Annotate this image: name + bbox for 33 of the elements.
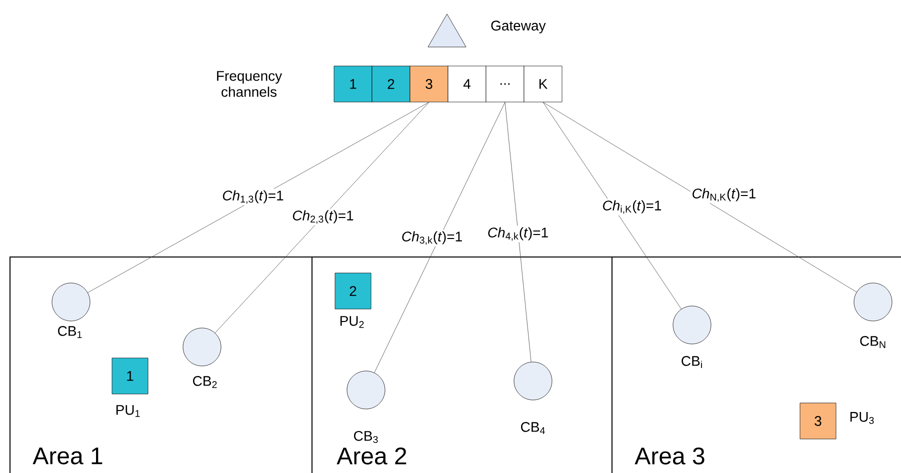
- edge-label: Ch$_{i,K}$(t)=1: [600, 198, 664, 216]
- gateway-triangle: Gateway: [428, 14, 546, 48]
- node-label: CB$_{i}$: [682, 356, 702, 368]
- node-label: Gateway: [491, 20, 546, 34]
- connector-line: [214, 102, 430, 334]
- edge-label: Ch$_{1,3}$(t)=1: [220, 188, 286, 206]
- primary-user-box: 3 PU$_{3}$: [800, 402, 874, 440]
- node-label: CB$_{2}$: [193, 376, 217, 388]
- connector-line: [374, 102, 506, 373]
- connector-line: [88, 102, 430, 293]
- channel-box: 1: [334, 66, 372, 102]
- connector-line: [542, 102, 857, 292]
- channel-box: 3: [410, 66, 448, 102]
- edge-label: Ch$_{4,k}$(t)=1: [486, 226, 550, 242]
- channel-box: ...: [486, 66, 524, 102]
- node-label: CB$_{4}$: [521, 422, 545, 434]
- edge-label: Ch$_{3,k}$(t)=1: [400, 230, 464, 246]
- node-label: CB$_{N}$: [860, 336, 886, 348]
- node-label: PU$_{2}$: [340, 316, 364, 328]
- primary-user-box: 2 PU$_{2}$: [334, 272, 372, 328]
- channel-box: K: [524, 66, 562, 102]
- primary-user-box: 1 PU$_{1}$: [112, 358, 148, 417]
- connector-line: [504, 102, 532, 362]
- edge-label: Ch$_{2,3}$(t)=1: [290, 208, 356, 226]
- node-label: PU$_{1}$: [116, 405, 140, 417]
- connector-line: [542, 102, 682, 310]
- node-label: CB$_{1}$: [58, 326, 82, 338]
- edge-label: Ch$_{N,K}$(t)=1: [690, 186, 758, 204]
- channel-box: 2: [372, 66, 410, 102]
- axis-label: Frequency channels: [217, 71, 282, 97]
- channel-box: 4: [448, 66, 486, 102]
- node-label: CB$_{3}$: [354, 430, 378, 444]
- node-label: PU$_{3}$: [850, 412, 874, 424]
